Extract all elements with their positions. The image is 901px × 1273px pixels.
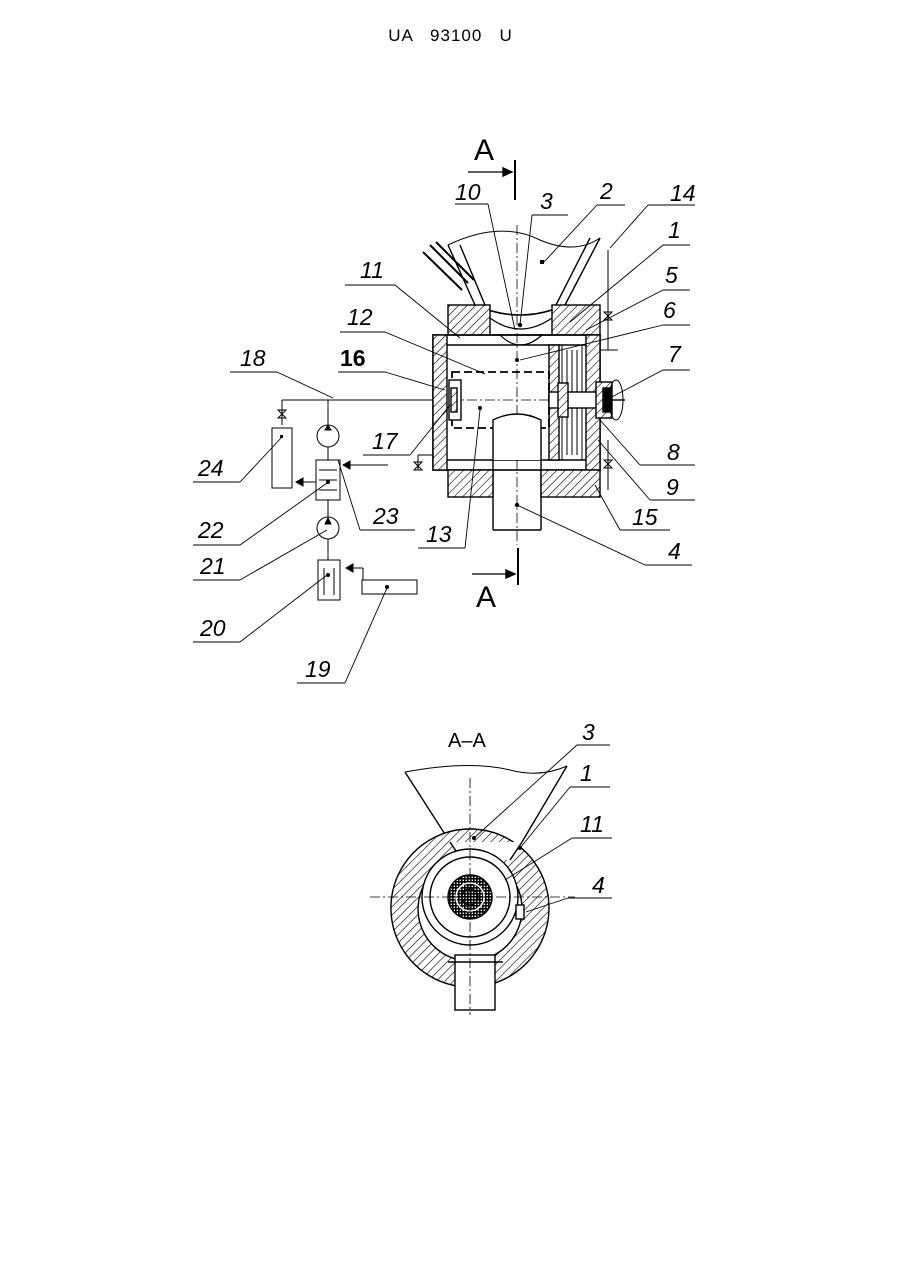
label-2: 2 xyxy=(599,178,613,204)
section-mark-bottom: A xyxy=(476,581,496,614)
label-13: 13 xyxy=(426,521,452,547)
bottom-flange-left xyxy=(448,470,493,497)
label-24: 24 xyxy=(197,455,224,481)
figure-1-longitudinal-section xyxy=(193,160,695,683)
hopper xyxy=(448,231,600,315)
gas-supply-line xyxy=(272,400,433,600)
figure-2-cross-section xyxy=(370,745,612,1015)
label-22: 22 xyxy=(197,517,224,543)
feed-pipe xyxy=(423,242,474,290)
label-23: 23 xyxy=(372,503,399,529)
label-16: 16 xyxy=(340,345,366,371)
label-3: 3 xyxy=(540,188,553,214)
top-flange-right xyxy=(552,305,600,335)
part-labels-fig2: 3 1 11 4 xyxy=(580,719,605,898)
label-19: 19 xyxy=(305,656,331,682)
label-17: 17 xyxy=(372,428,399,454)
top-flange-left xyxy=(448,305,490,335)
source-unit xyxy=(362,580,417,594)
label-15: 15 xyxy=(632,504,658,530)
label-20: 20 xyxy=(199,615,226,641)
label-21: 21 xyxy=(199,553,226,579)
label-9: 9 xyxy=(666,474,679,500)
label-a-11: 11 xyxy=(580,811,604,837)
section-mark-top: A xyxy=(474,134,494,167)
label-14: 14 xyxy=(670,180,696,206)
label-11: 11 xyxy=(360,257,384,283)
label-a-4: 4 xyxy=(592,872,605,898)
section-title: A–A xyxy=(448,730,486,752)
label-10: 10 xyxy=(455,179,481,205)
label-6: 6 xyxy=(663,297,676,323)
label-a-1: 1 xyxy=(580,760,593,786)
label-12: 12 xyxy=(347,304,373,330)
label-1: 1 xyxy=(668,217,681,243)
air-valve-left xyxy=(414,455,433,470)
air-line-right xyxy=(600,250,618,490)
label-4: 4 xyxy=(668,538,681,564)
label-5: 5 xyxy=(665,262,678,288)
label-7: 7 xyxy=(668,341,682,367)
bottom-flange-right xyxy=(541,470,600,497)
outlet-pipe-section xyxy=(455,955,495,1010)
label-a-3: 3 xyxy=(582,719,595,745)
drive-pulley xyxy=(596,380,625,420)
label-8: 8 xyxy=(667,439,680,465)
section-cut-bottom xyxy=(472,548,518,585)
vessel xyxy=(318,560,340,600)
label-18: 18 xyxy=(240,345,266,371)
